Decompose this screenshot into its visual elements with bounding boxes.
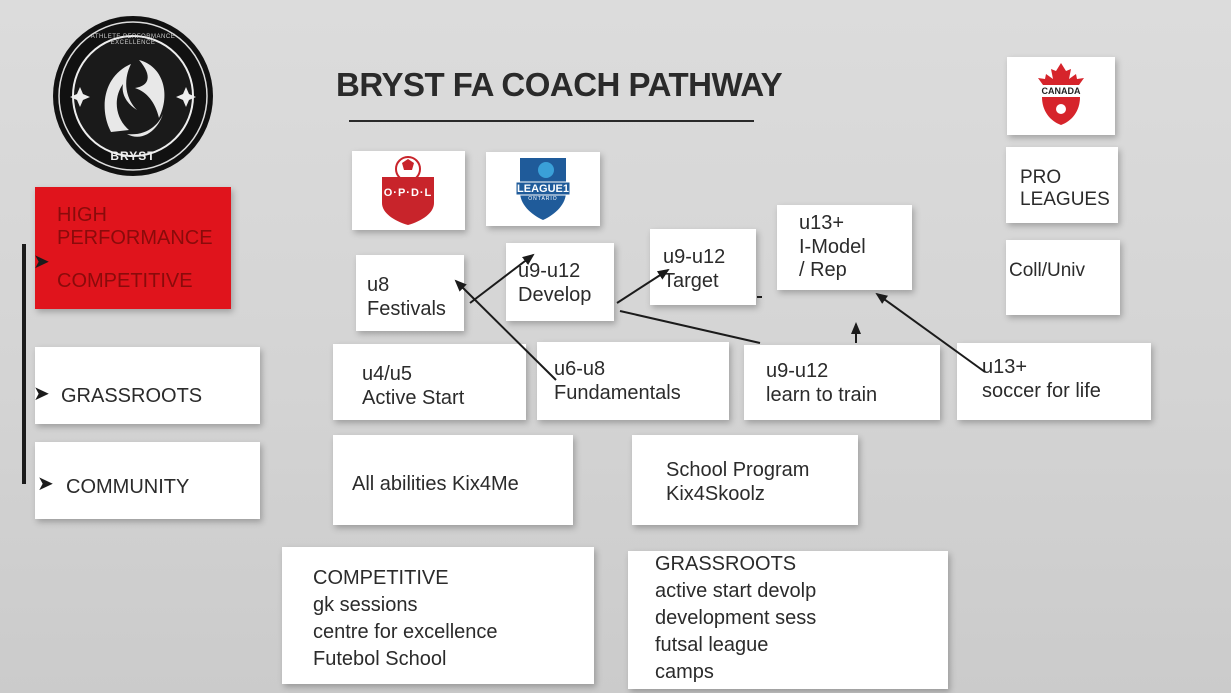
stage-u4-u5-label: u4/u5 Active Start bbox=[362, 363, 465, 409]
canada-logo-text: CANADA bbox=[1041, 86, 1081, 96]
competitive-label: COMPETITIVE bbox=[57, 270, 193, 292]
page-title: BRYST FA COACH PATHWAY bbox=[336, 66, 783, 103]
all-abilities-box: All abilities Kix4Me bbox=[333, 435, 573, 525]
arrowhead-icon: ➤ bbox=[33, 251, 50, 273]
stage-pro-leagues: PRO LEAGUES bbox=[1006, 147, 1118, 223]
stage-pro-leagues-label: PRO LEAGUES bbox=[1020, 167, 1110, 211]
opdl-logo-text: O·P·D·L bbox=[383, 187, 433, 199]
stage-u9-u12-target-label: u9-u12 Target bbox=[663, 246, 726, 292]
stage-u6-u8-fundamentals: u6-u8 Fundamentals bbox=[537, 342, 729, 420]
arrowhead-icon: ➤ bbox=[33, 383, 50, 405]
canada-soccer-logo: CANADA bbox=[1007, 57, 1115, 135]
league1-logo-text: LEAGUE1 bbox=[517, 183, 569, 195]
stage-u13-soccer-for-life: u13+ soccer for life bbox=[957, 343, 1151, 420]
connector-develop-to-learn bbox=[619, 310, 761, 344]
stage-u9-u12-learn-to-train: u9-u12 learn to train bbox=[744, 345, 940, 420]
competitive-programs-box: COMPETITIVE gk sessions centre for excel… bbox=[282, 547, 594, 684]
league1-logo-subtext: ONTARIO bbox=[528, 196, 558, 202]
tier-vertical-bar bbox=[22, 244, 26, 484]
school-program-box: School Program Kix4Skoolz bbox=[632, 435, 858, 525]
grassroots-tier-box: GRASSROOTS bbox=[35, 347, 260, 424]
school-program-label: School Program Kix4Skoolz bbox=[666, 459, 810, 505]
stage-u13-imodel-rep-label: u13+ I-Model / Rep bbox=[799, 212, 866, 282]
bryst-logo: ATHLETE PERFORMANCE EXCELLENCE BRYST bbox=[51, 14, 215, 178]
stage-u6-u8-label: u6-u8 Fundamentals bbox=[554, 358, 681, 404]
community-tier-box: COMMUNITY bbox=[35, 442, 260, 519]
stage-u13-life-label: u13+ soccer for life bbox=[982, 356, 1101, 402]
grassroots-programs-box: GRASSROOTS active start devolp developme… bbox=[628, 551, 948, 689]
high-performance-box: HIGH PERFORMANCE COMPETITIVE bbox=[35, 187, 231, 309]
stage-u9-u12-learn-label: u9-u12 learn to train bbox=[766, 360, 878, 406]
stage-u13-imodel-rep: u13+ I-Model / Rep bbox=[777, 205, 912, 290]
stage-u4-u5-active-start: u4/u5 Active Start bbox=[333, 344, 526, 420]
high-performance-label: HIGH PERFORMANCE bbox=[57, 204, 213, 249]
title-underline bbox=[349, 120, 754, 122]
stage-u8-festivals: u8 Festivals bbox=[356, 255, 464, 331]
competitive-programs-list: COMPETITIVE gk sessions centre for excel… bbox=[313, 567, 498, 670]
community-tier-label: COMMUNITY bbox=[66, 476, 190, 498]
stage-coll-univ: Coll/Univ bbox=[1006, 240, 1120, 315]
stage-u8-festivals-label: u8 Festivals bbox=[367, 274, 446, 320]
stage-u9-u12-develop: u9-u12 Develop bbox=[506, 243, 614, 321]
stage-u9-u12-develop-label: u9-u12 Develop bbox=[518, 260, 592, 306]
bryst-logo-name: BRYST bbox=[110, 149, 156, 163]
all-abilities-label: All abilities Kix4Me bbox=[352, 473, 519, 495]
stage-u9-u12-target: u9-u12 Target bbox=[650, 229, 756, 305]
league1-logo: LEAGUE1 ONTARIO bbox=[486, 152, 600, 226]
bryst-logo-ring-text: ATHLETE PERFORMANCE EXCELLENCE bbox=[90, 34, 176, 46]
stage-coll-univ-label: Coll/Univ bbox=[1009, 260, 1086, 281]
grassroots-programs-list: GRASSROOTS active start devolp developme… bbox=[655, 553, 817, 683]
grassroots-tier-label: GRASSROOTS bbox=[61, 385, 203, 407]
opdl-logo: O·P·D·L bbox=[352, 151, 465, 230]
arrowhead-icon: ➤ bbox=[37, 473, 54, 495]
